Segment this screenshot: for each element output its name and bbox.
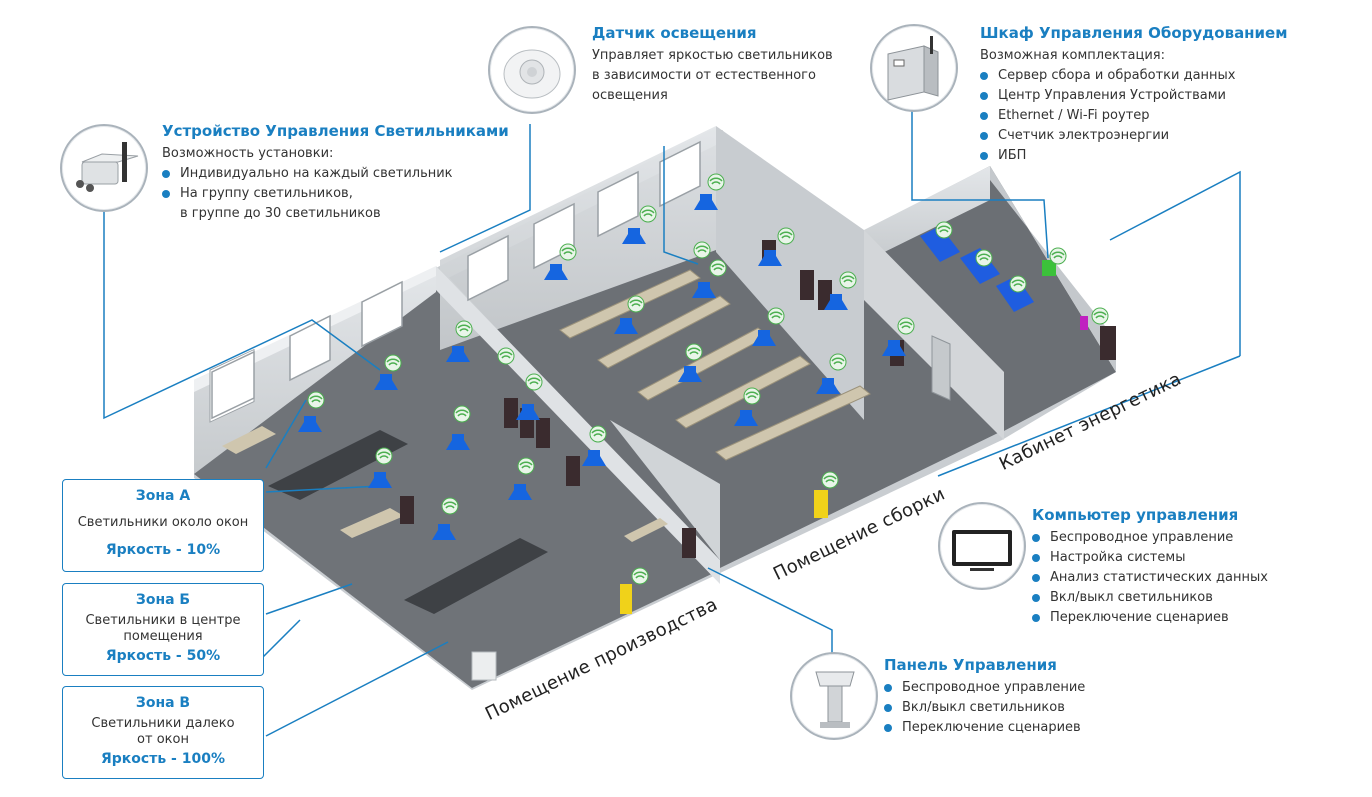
computer-item: Настройка системы [1032,548,1268,568]
wall-divider-1 [436,266,720,584]
control-panel-icon [790,652,878,740]
wifi-badges [307,173,1109,585]
zone-v-box: Зона В Светильники далеко от окон Яркост… [62,686,264,779]
computer-title: Компьютер управления [1032,506,1239,524]
zone-v-brightness: Яркость - 100% [101,751,225,767]
cabinet-info: Шкаф Управления Оборудованием Возможная … [980,24,1288,166]
zone-a-title: Зона А [135,488,191,504]
wall-divider-2 [864,230,1004,440]
controller-info: Устройство Управления Светильниками Возм… [162,122,509,224]
computer-info: Компьютер управления Беспроводное управл… [1032,506,1268,628]
cabinet-item: Ethernet / Wi-Fi роутер [980,106,1288,126]
cabinet-item: Сервер сбора и обработки данных [980,66,1288,86]
panel-info: Панель Управления Беспроводное управлени… [884,656,1085,738]
zone-b-box: Зона Б Светильники в центре помещения Яр… [62,583,264,676]
light-sensor-line: освещения [592,88,668,103]
cabinet-item: Счетчик электроэнергии [980,126,1288,146]
computer-item: Переключение сценариев [1032,608,1268,628]
computer-item: Беспроводное управление [1032,528,1268,548]
panel-item: Вкл/выкл светильников [884,698,1085,718]
controller-device-icon [60,124,148,212]
computer-item: Вкл/выкл светильников [1032,588,1268,608]
panel-item: Переключение сценариев [884,718,1085,738]
cabinet-item: ИБП [980,146,1288,166]
zone-a-desc: Светильники около окон [77,515,249,530]
cabinet-device [1042,260,1056,276]
light-sensor-line: в зависимости от естественного [592,68,816,83]
zone-a-brightness: Яркость - 10% [105,542,221,558]
wall-assembly-panel [440,126,716,350]
lamps [298,194,906,540]
cabinet-title: Шкаф Управления Оборудованием [980,24,1288,42]
light-sensor-info: Датчик освещения Управляет яркостью свет… [592,24,833,106]
computer-icon [938,502,1026,590]
light-sensor-line: Управляет яркостью светильников [592,48,833,63]
controller-subtitle: Возможность установки: [162,146,334,161]
zone-a-box: Зона А Светильники около окон Яркость - … [62,479,264,572]
controller-item: Индивидуально на каждый светильник [162,164,509,184]
zone-v-title: Зона В [135,695,191,711]
controller-item: На группу светильников, [162,184,509,204]
panel-title: Панель Управления [884,656,1057,674]
cabinet-subtitle: Возможная комплектация: [980,48,1165,63]
zone-b-title: Зона Б [135,592,191,608]
light-sensor-icon [488,26,576,114]
controller-item-continuation: в группе до 30 светильников [180,206,381,221]
controller-title: Устройство Управления Светильниками [162,122,509,140]
zone-b-desc: Светильники в центре помещения [85,613,241,644]
zone-v-desc: Светильники далеко от окон [91,716,235,747]
zone-b-brightness: Яркость - 50% [105,648,221,664]
wall-energy-back [864,166,990,262]
computer-item: Анализ статистических данных [1032,568,1268,588]
panel-item: Беспроводное управление [884,678,1085,698]
cabinet-icon [870,24,958,112]
cabinet-item: Центр Управления Устройствами [980,86,1288,106]
wall-assembly-right [716,126,864,420]
light-sensor-title: Датчик освещения [592,24,757,42]
